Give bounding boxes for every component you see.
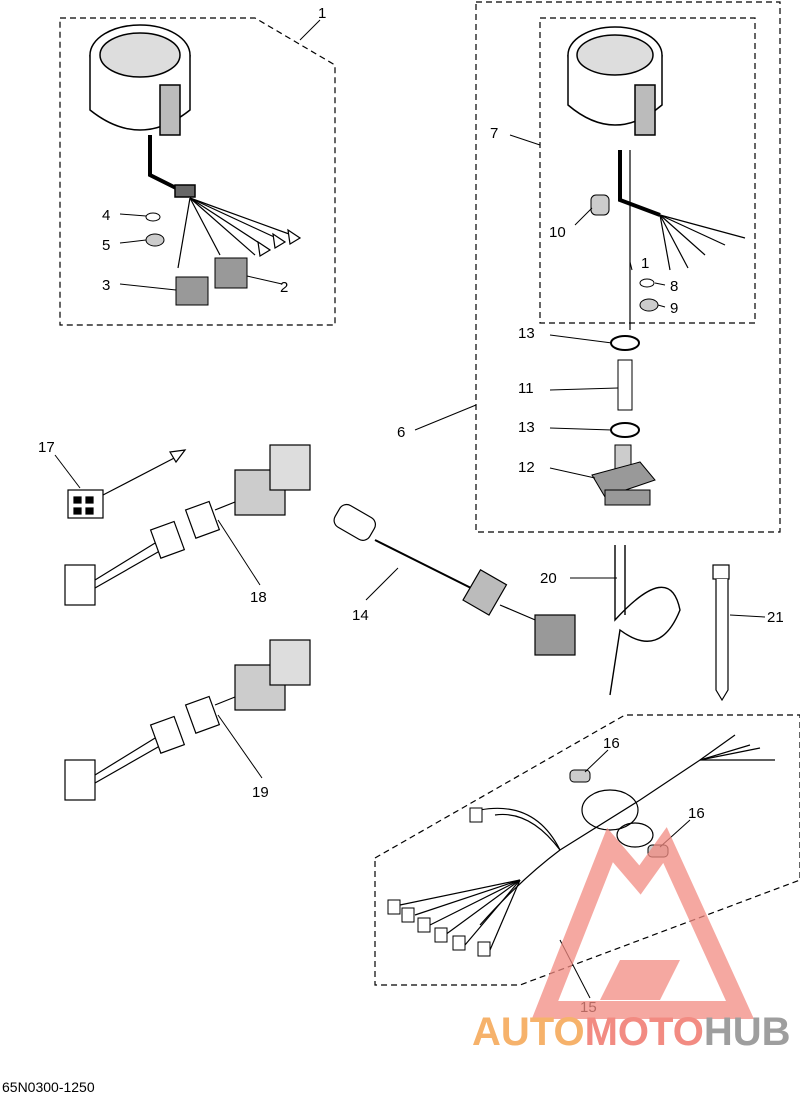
connector-3: [175, 276, 209, 306]
wire-harness-15: [399, 734, 775, 951]
callout-6: 6: [397, 424, 405, 441]
meter-gauge-1: [89, 24, 196, 198]
connector-2: [214, 257, 248, 289]
wire-leads-7: [618, 150, 746, 330]
callout-18: 18: [250, 589, 267, 606]
diagram-reference: 65N0300-1250: [2, 1079, 95, 1095]
callout-17: 17: [38, 439, 55, 456]
sensor-cable-14: [333, 503, 576, 656]
callout-13-lower: 13: [518, 419, 535, 436]
callout-1-secondary: 1: [641, 255, 649, 272]
leader-17: [54, 454, 81, 489]
callout-10: 10: [549, 224, 566, 241]
connector-17: [67, 449, 187, 519]
watermark-text: AUTOMOTOHUB: [472, 1010, 791, 1054]
callout-13-upper: 13: [518, 325, 535, 342]
callout-21: 21: [767, 609, 784, 626]
assembly-1-outline: [59, 17, 336, 326]
wire-leads-1: [177, 197, 302, 269]
clamp-13-lower: [610, 422, 640, 438]
harness-19: [64, 639, 311, 801]
callout-19: 19: [252, 784, 269, 801]
leader-19: [217, 714, 263, 779]
tube-11: [617, 359, 633, 411]
sensor-12: [591, 444, 656, 506]
callout-8: 8: [670, 278, 678, 295]
cable-tie-21: [712, 564, 730, 702]
callout-2: 2: [280, 279, 288, 296]
assembly-15-outline: [374, 714, 800, 986]
leader-lines-6: [414, 134, 666, 479]
callout-3: 3: [102, 277, 110, 294]
callout-4: 4: [102, 207, 110, 224]
leader-21: [729, 614, 766, 618]
nut-5: [145, 233, 165, 247]
leader-18: [217, 519, 261, 586]
watermark-moto: MOTO: [585, 1010, 704, 1054]
terminals-15: [387, 807, 491, 957]
callout-1: 1: [318, 5, 326, 22]
washer-4: [145, 212, 161, 222]
callout-20: 20: [540, 570, 557, 587]
assembly-6-outline: [475, 1, 781, 533]
callout-7: 7: [490, 125, 498, 142]
cap-10: [590, 194, 610, 216]
watermark-auto: AUTO: [472, 1010, 585, 1054]
callout-5: 5: [102, 237, 110, 254]
callout-16-upper: 16: [603, 735, 620, 752]
nut-9: [639, 298, 659, 312]
harness-18: [64, 444, 311, 606]
leader-lines-1: [119, 19, 321, 291]
leader-14: [365, 567, 399, 601]
callout-12: 12: [518, 459, 535, 476]
washer-8: [639, 278, 655, 288]
meter-gauge-7: [567, 26, 663, 136]
tube-20: [609, 545, 681, 696]
callout-16-lower: 16: [688, 805, 705, 822]
clamp-13-upper: [610, 335, 640, 351]
callout-9: 9: [670, 300, 678, 317]
watermark-logo: [531, 827, 754, 1019]
callout-14: 14: [352, 607, 369, 624]
callout-11: 11: [518, 380, 534, 397]
watermark-hub: HUB: [704, 1010, 791, 1054]
